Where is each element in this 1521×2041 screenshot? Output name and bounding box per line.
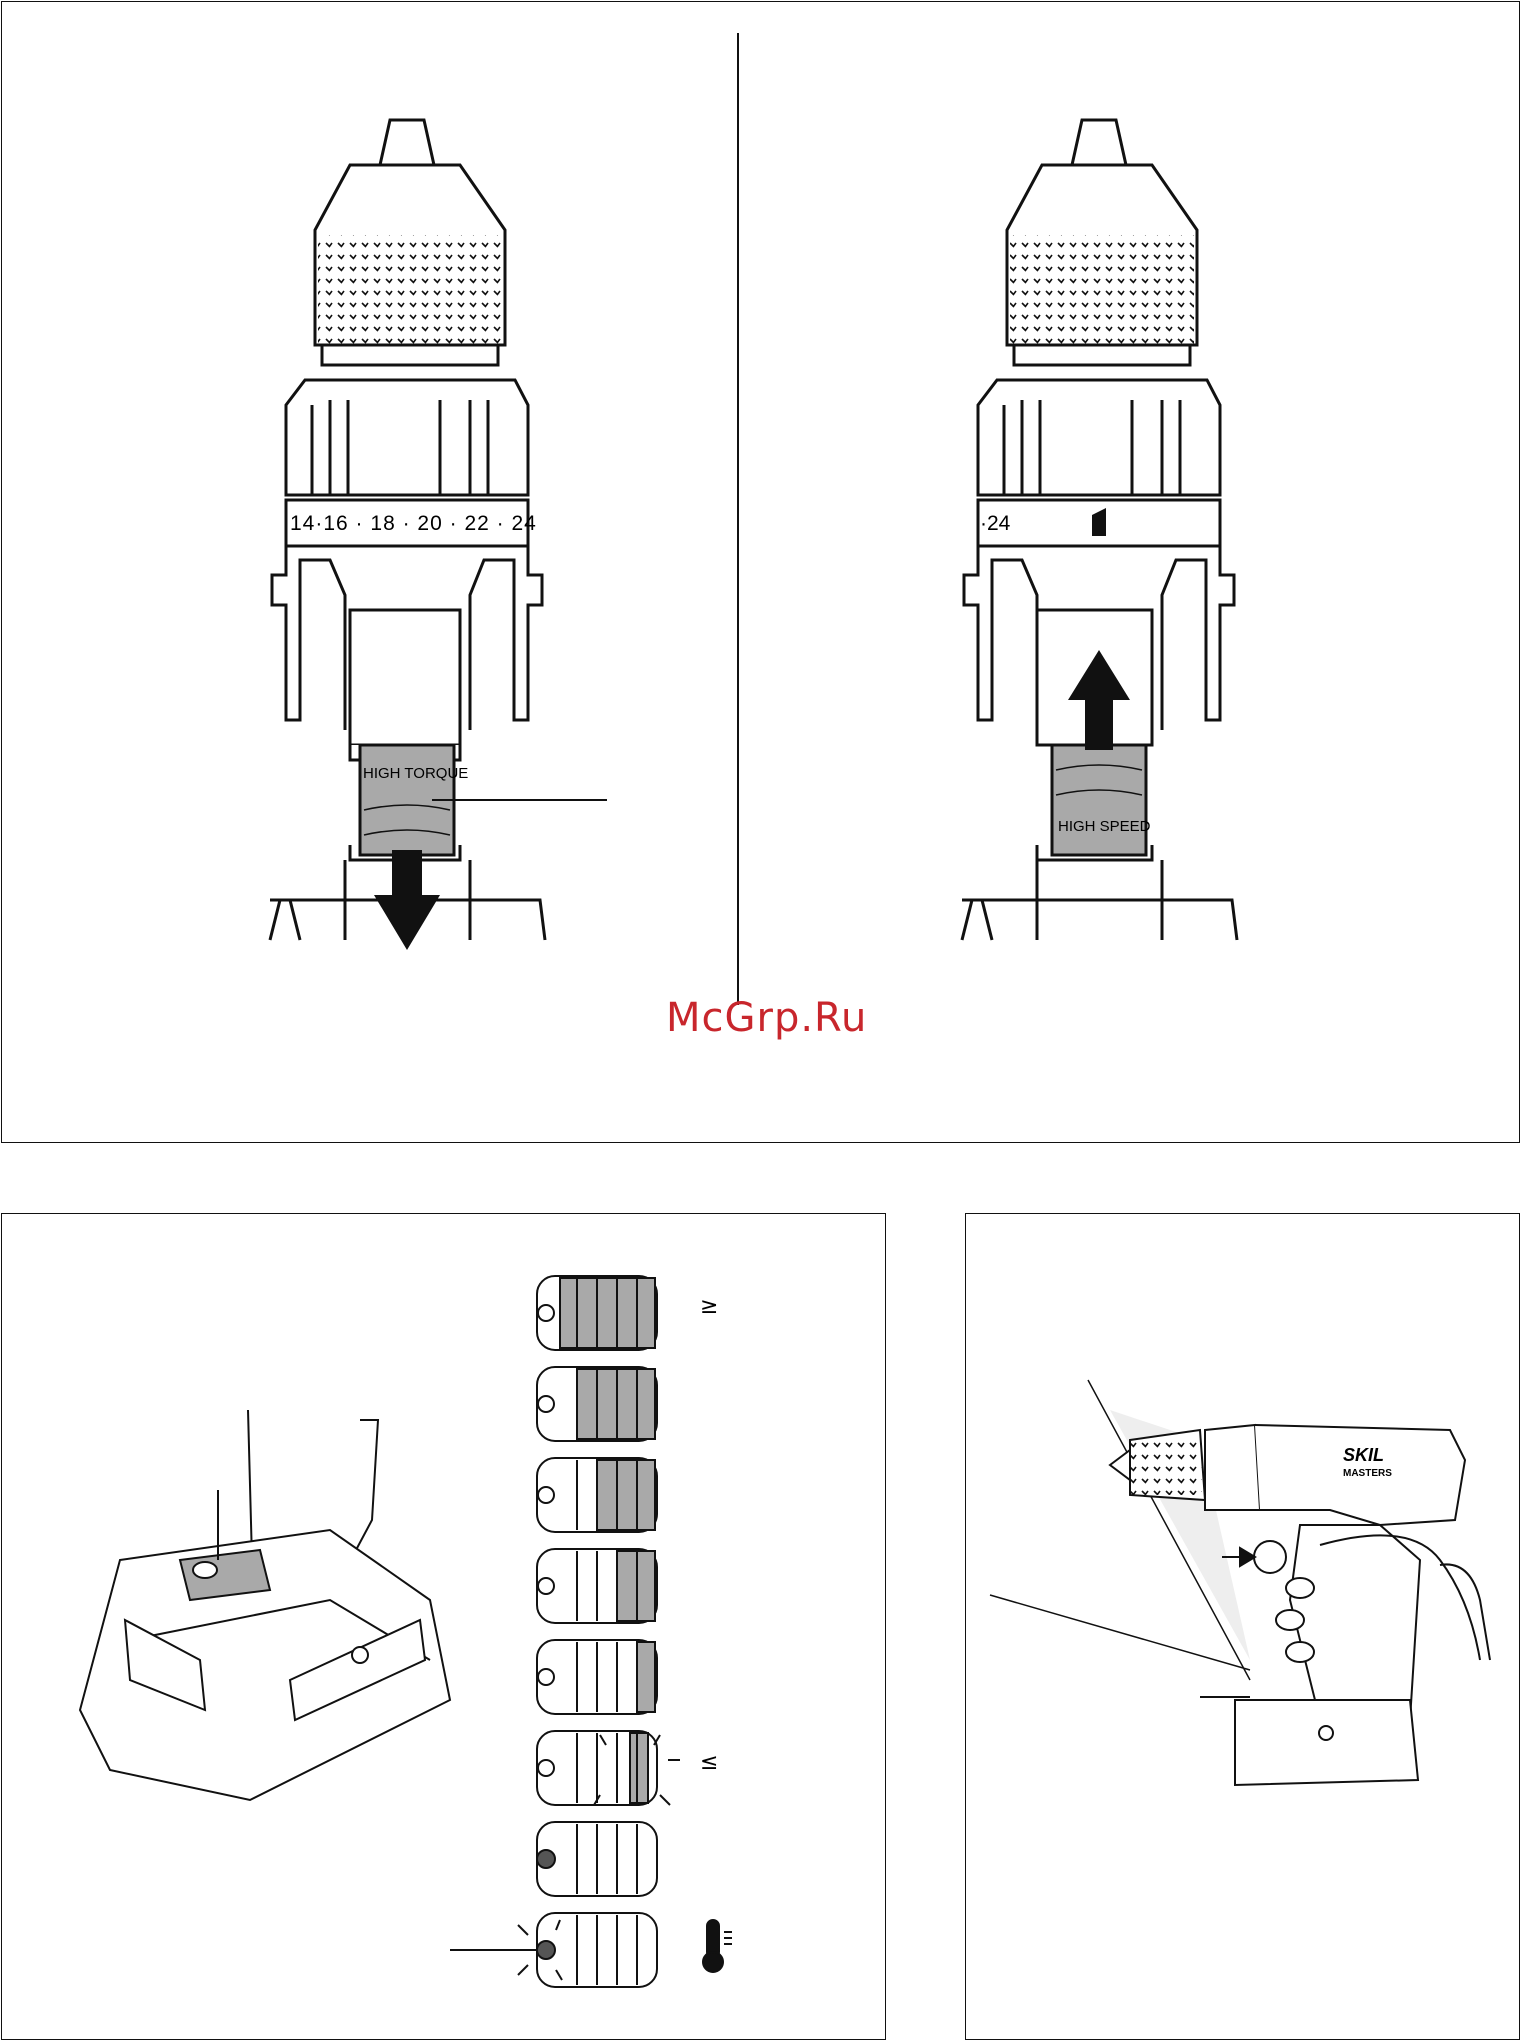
dial-value: 20 <box>417 512 442 535</box>
battery-level-empty <box>537 1822 657 1896</box>
torque-dial-left: 14·16 · 18 · 20 · 22 · 24 <box>290 512 537 536</box>
thermometer-icon <box>703 1920 732 1972</box>
dial-value: 14 <box>290 512 315 535</box>
watermark-text: McGrp.Ru <box>666 995 867 1041</box>
dial-value: 16 <box>323 512 348 535</box>
switch-label-left: HIGH TORQUE <box>363 765 468 782</box>
dial-value: 24 <box>511 512 536 535</box>
battery-level-4 <box>537 1367 657 1441</box>
dial-value: 18 <box>370 512 395 535</box>
symbol-greater-equal: ≥ <box>700 1294 718 1319</box>
battery-pack-illustration <box>80 1410 450 1800</box>
battery-level-3 <box>537 1458 657 1532</box>
dial-value: 22 <box>464 512 489 535</box>
battery-level-5 <box>537 1276 657 1350</box>
battery-level-blinking <box>537 1731 680 1805</box>
drill-brand-logo: SKIL <box>1343 1445 1384 1466</box>
drill-brand-sub: MASTERS <box>1343 1468 1392 1479</box>
torque-dial-right: ·24 <box>980 512 1010 536</box>
dial-value: 24 <box>987 512 1010 535</box>
battery-level-2 <box>537 1549 657 1623</box>
switch-label-right: HIGH SPEED <box>1058 818 1151 835</box>
symbol-less-equal: ≤ <box>700 1750 718 1775</box>
battery-level-list <box>450 1276 732 1987</box>
battery-level-overheat <box>450 1913 657 1987</box>
battery-level-1 <box>537 1640 657 1714</box>
drill-in-hand-illustration <box>990 1380 1490 1785</box>
